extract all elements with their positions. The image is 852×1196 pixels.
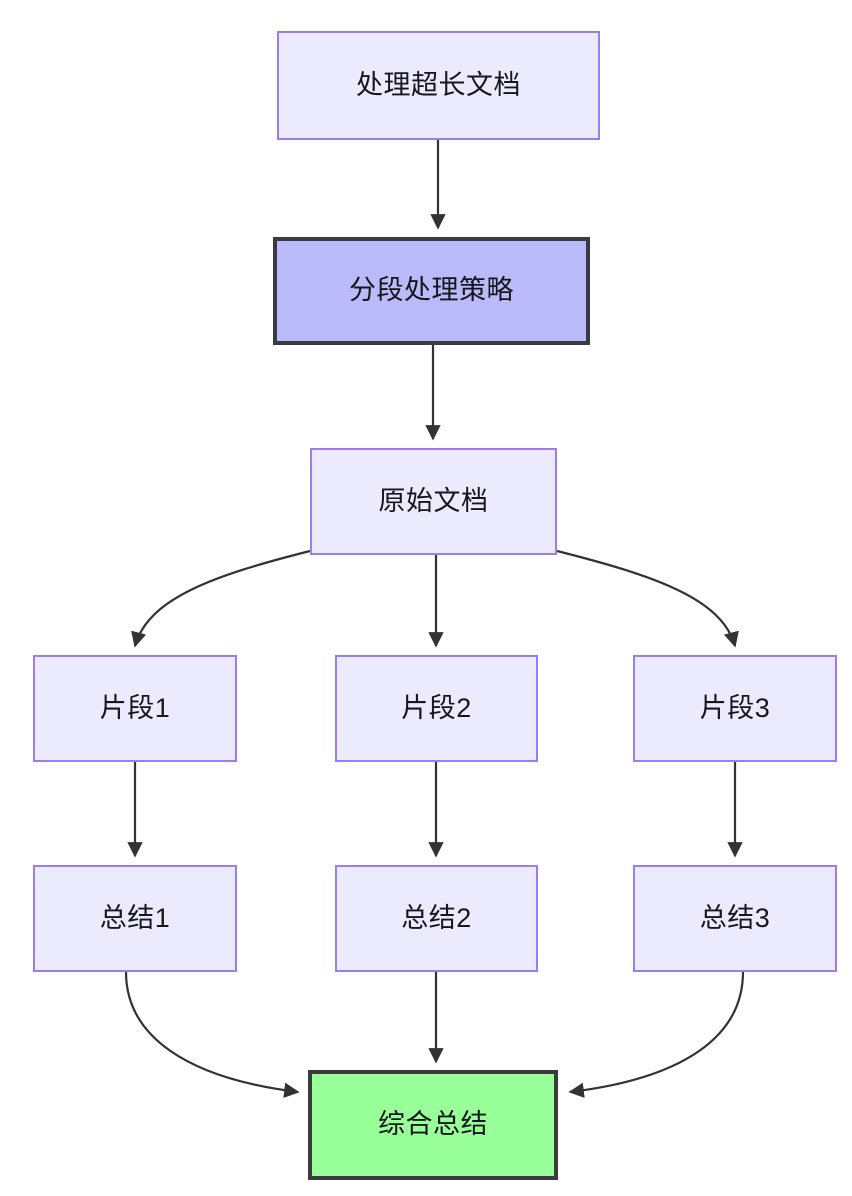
node-label: 总结3 xyxy=(699,902,771,933)
edge-source-to-chunk1 xyxy=(131,549,311,648)
node-summary-3[interactable]: 总结3 xyxy=(633,865,837,972)
edge-sum1-to-final xyxy=(124,971,300,1098)
node-label: 原始文档 xyxy=(378,485,489,516)
node-label: 总结2 xyxy=(401,902,472,933)
node-chunking-strategy[interactable]: 分段处理策略 xyxy=(273,237,590,345)
edge-sum3-to-final xyxy=(568,971,745,1098)
node-label: 片段2 xyxy=(401,692,472,723)
node-label: 总结1 xyxy=(99,902,171,933)
node-chunk-2[interactable]: 片段2 xyxy=(335,655,538,762)
node-chunk-1[interactable]: 片段1 xyxy=(33,655,237,762)
node-process-long-document[interactable]: 处理超长文档 xyxy=(277,31,600,140)
node-label: 片段1 xyxy=(99,692,171,723)
node-summary-1[interactable]: 总结1 xyxy=(33,865,237,972)
edge-source-to-chunk3 xyxy=(556,549,739,648)
node-original-document[interactable]: 原始文档 xyxy=(310,448,557,555)
node-chunk-3[interactable]: 片段3 xyxy=(633,655,837,762)
node-comprehensive-summary[interactable]: 综合总结 xyxy=(308,1070,558,1180)
node-label: 分段处理策略 xyxy=(349,275,514,306)
node-label: 综合总结 xyxy=(378,1109,488,1140)
node-summary-2[interactable]: 总结2 xyxy=(335,865,538,972)
node-label: 片段3 xyxy=(699,692,771,723)
node-label: 处理超长文档 xyxy=(356,69,521,100)
